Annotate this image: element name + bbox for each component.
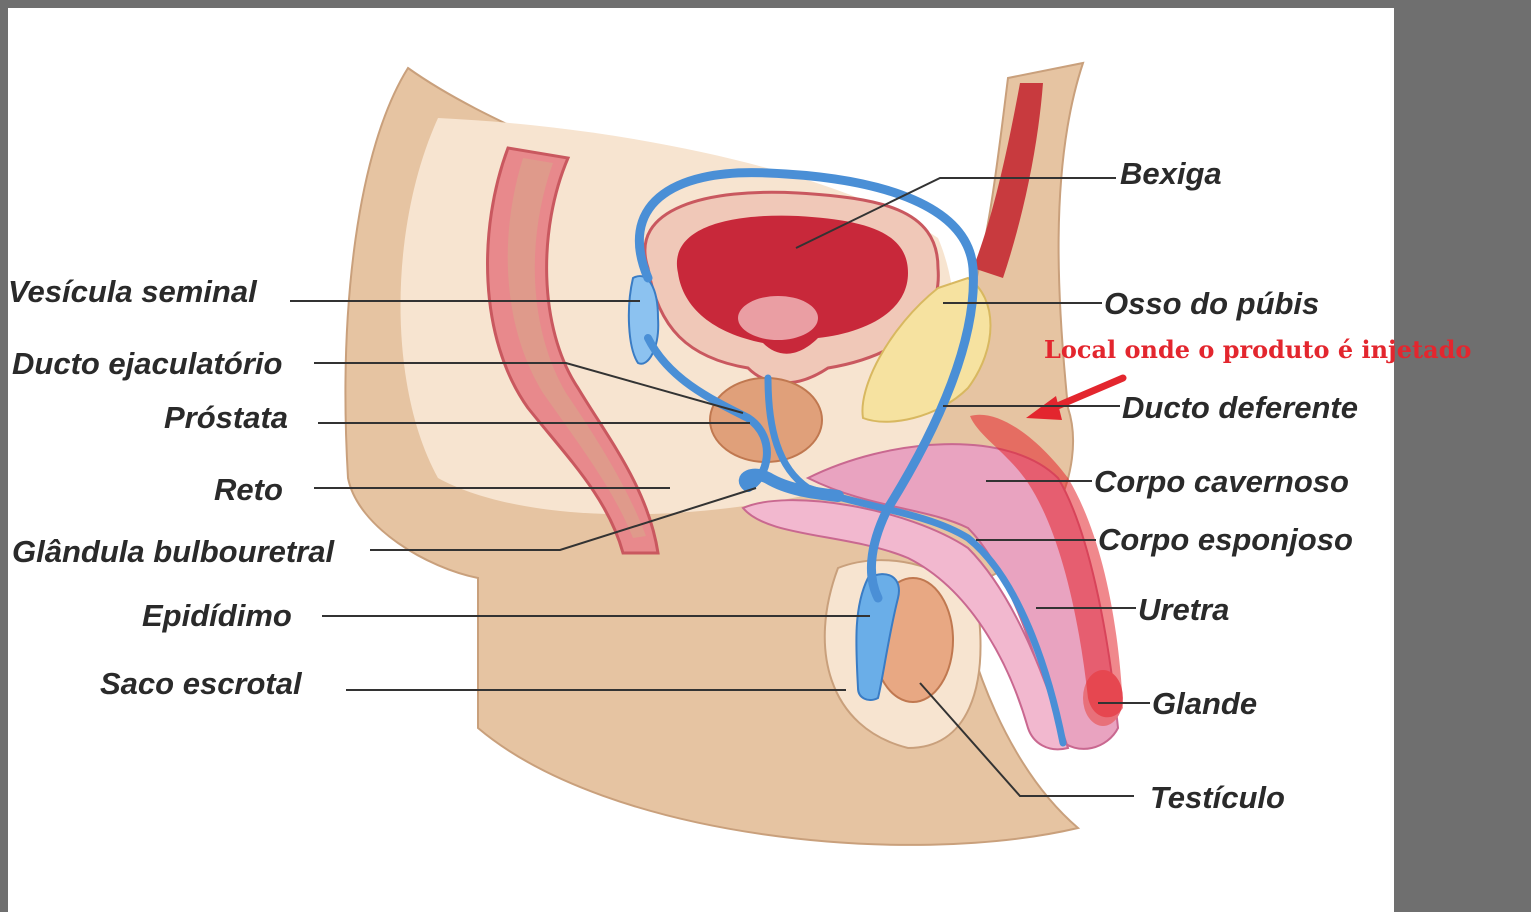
bladder-highlight <box>738 296 818 340</box>
anatomy-illustration <box>8 8 1394 912</box>
label-corpo-cavernoso: Corpo cavernoso <box>1094 466 1349 497</box>
label-epididimo: Epidídimo <box>142 600 292 631</box>
label-corpo-esponjoso: Corpo esponjoso <box>1098 524 1353 555</box>
annotation-text: Local onde o produto é injetado <box>1044 338 1471 362</box>
label-glandula-bulbouretral: Glândula bulbouretral <box>12 536 334 567</box>
label-bexiga: Bexiga <box>1120 158 1222 189</box>
label-glande: Glande <box>1152 688 1257 719</box>
label-uretra: Uretra <box>1138 594 1229 625</box>
label-testiculo: Testículo <box>1150 782 1285 813</box>
label-osso-pubis: Osso do púbis <box>1104 288 1319 319</box>
label-reto: Reto <box>214 474 283 505</box>
label-saco-escrotal: Saco escrotal <box>100 668 302 699</box>
diagram-canvas: Bexiga Vesícula seminal Osso do púbis Du… <box>8 8 1394 912</box>
label-ducto-ejaculatorio: Ducto ejaculatório <box>12 348 282 379</box>
label-ducto-deferente: Ducto deferente <box>1122 392 1358 423</box>
label-vesicula-seminal: Vesícula seminal <box>8 276 257 307</box>
label-prostata: Próstata <box>164 402 288 433</box>
